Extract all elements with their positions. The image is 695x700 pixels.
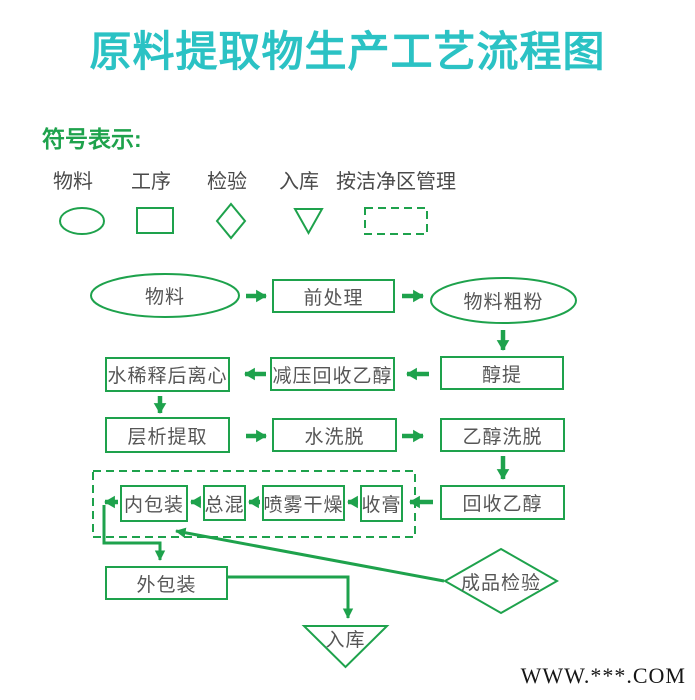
legend-warehouse-symbol: [293, 208, 324, 236]
node-alcohol-extraction: [440, 356, 564, 390]
legend-material-symbol: [59, 207, 105, 235]
node-chromatography-extraction: [105, 417, 230, 453]
node-pretreatment: [272, 279, 395, 313]
edge-inner-packaging-to-outer-packaging: [102, 505, 166, 561]
node-ethanol-elution: [440, 418, 565, 452]
legend-inspection-symbol: [215, 202, 247, 240]
edge-outer-packaging-to-warehousing: [228, 575, 354, 619]
node-vacuum-ethanol-recovery: [270, 357, 395, 391]
edge-inspection-to-inner-packaging: [175, 527, 445, 583]
node-warehousing: [301, 625, 390, 669]
node-ethanol-recovery: [440, 485, 565, 520]
node-material: [90, 273, 240, 318]
node-outer-packaging: [105, 566, 228, 600]
node-spray-drying: [262, 485, 345, 521]
legend-clean-area-symbol: [364, 207, 428, 235]
node-water-dilution-centrifuge: [105, 357, 230, 392]
node-finished-product-inspection: [442, 547, 560, 615]
node-total-mixing: [203, 485, 246, 521]
node-paste-collection: [360, 485, 403, 522]
node-coarse-powder: [430, 277, 577, 324]
legend-process-symbol: [136, 207, 174, 234]
node-inner-packaging: [120, 485, 188, 522]
node-water-elution: [272, 418, 397, 452]
